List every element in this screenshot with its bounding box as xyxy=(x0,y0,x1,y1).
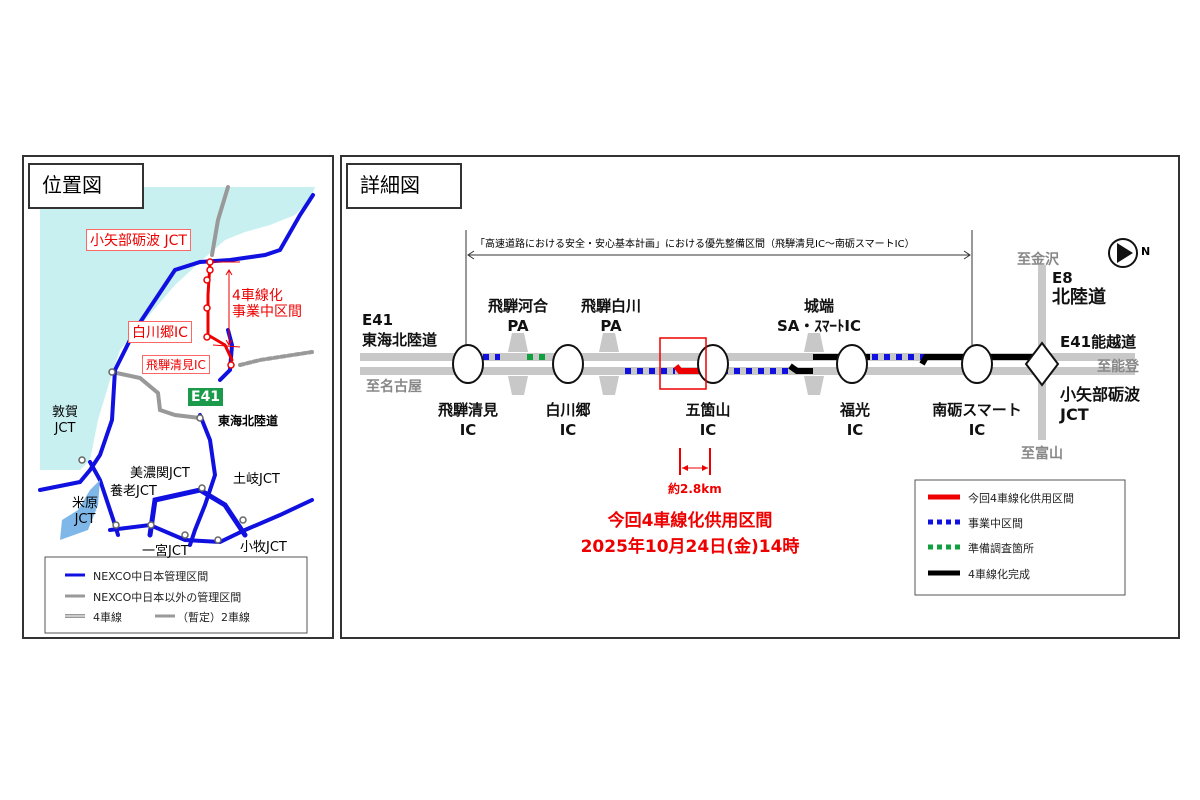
highlight-box xyxy=(659,337,707,390)
label-line: 飛騨河合 xyxy=(487,297,548,315)
ic-nanto-smart xyxy=(961,344,993,384)
label-ichinomiya-jct: 一宮JCT xyxy=(142,544,189,559)
label-oyabe-tonami-jct: 小矢部砺波 JCT xyxy=(86,229,191,251)
label-komaki-jct: 小牧JCT xyxy=(240,540,287,555)
location-map-title: 位置図 xyxy=(28,163,144,209)
label-line: IC xyxy=(968,421,986,439)
road-upper-lane xyxy=(360,353,1135,361)
label-shirakawago-ic: 白川郷 IC xyxy=(528,400,608,440)
sea xyxy=(40,187,315,470)
section-completed xyxy=(919,354,1040,366)
announcement-date: 2025年10月24日(金)14時 xyxy=(580,537,800,557)
label-hida-kiyomi-ic: 飛騨清見IC xyxy=(142,355,210,374)
label-toki-jct: 土岐JCT xyxy=(233,472,280,487)
label-line: IC xyxy=(846,421,864,439)
label-line: IC xyxy=(459,421,477,439)
label-to-nagoya: 至名古屋 xyxy=(366,379,422,395)
label-line: SA・ｽﾏｰﾄIC xyxy=(776,317,861,335)
label-line: JCT xyxy=(54,421,76,436)
legend-new-section: 今回4車線化供用区間 xyxy=(968,492,1074,505)
ic-fukumitsu xyxy=(836,344,868,384)
legend-two-lane: （暫定）2車線 xyxy=(177,611,250,624)
route-badge-e41: E41 xyxy=(187,387,225,407)
label-gokayama-ic: 五箇山 IC xyxy=(668,400,748,440)
jct-oyabe-tonami xyxy=(1024,341,1060,387)
label-line: IC xyxy=(699,421,717,439)
legend-four-lane: 4車線 xyxy=(93,611,122,624)
road-other xyxy=(210,185,230,257)
label-line: PA xyxy=(507,317,529,335)
label-to-toyama: 至富山 xyxy=(1021,446,1063,462)
label-line: E8 xyxy=(1052,269,1073,287)
label-line: JCT xyxy=(1060,405,1089,424)
label-line: 城端 xyxy=(803,297,834,315)
label-hida-kiyomi-ic: 飛騨清見 IC xyxy=(423,400,513,440)
legend-survey: 準備調査箇所 xyxy=(968,542,1034,555)
label-line: 東海北陸道 xyxy=(362,331,438,349)
section-completed xyxy=(788,363,813,374)
location-map-panel xyxy=(22,155,334,639)
legend-nexco-central: NEXCO中日本管理区間 xyxy=(93,570,209,583)
label-line: 敦賀 xyxy=(52,405,79,420)
label-line: 白川郷 xyxy=(545,401,591,419)
detail-map-panel xyxy=(340,155,1180,639)
label-yoro-jct: 養老JCT xyxy=(110,484,157,499)
location-legend-box xyxy=(44,556,308,634)
label-line: 小矢部砺波 xyxy=(1060,385,1141,404)
label-line: 飛騨清見 xyxy=(437,401,498,419)
label-minoseki-jct: 美濃関JCT xyxy=(130,466,190,481)
label-four-lane-project: 4車線化事業中区間 xyxy=(232,288,302,320)
label-line: IC xyxy=(559,421,577,439)
section-new-four-lane xyxy=(673,364,705,374)
label-to-kanazawa: 至金沢 xyxy=(1017,252,1059,268)
label-route-left: E41 東海北陸道 xyxy=(362,310,437,350)
ic-shirakawago xyxy=(552,344,584,384)
label-line: 福光 xyxy=(839,401,870,419)
legend-completed: 4車線化完成 xyxy=(968,568,1030,581)
announcement-title: 今回4車線化供用区間 xyxy=(607,511,773,531)
ic-gokayama xyxy=(697,344,729,384)
label-hida-shirakawa-pa: 飛騨白川 PA xyxy=(571,296,651,336)
distance-label: 約2.8km xyxy=(668,482,722,496)
label-line: JCT xyxy=(74,512,96,527)
label-tokai-hokuriku: 東海北陸道 xyxy=(218,414,279,428)
ic-hida-kiyomi xyxy=(452,344,484,384)
label-line: 南砺スマート xyxy=(932,401,1022,419)
announcement: 今回4車線化供用区間 2025年10月24日(金)14時 xyxy=(560,508,820,560)
road-tokai-hokuriku xyxy=(188,413,218,547)
legend-in-progress: 事業中区間 xyxy=(968,517,1023,530)
road-other-west xyxy=(110,370,202,420)
label-nanto-smart-ic: 南砺スマート IC xyxy=(922,400,1032,440)
label-to-noto: 至能登 xyxy=(1097,359,1139,375)
legend-other: NEXCO中日本以外の管理区間 xyxy=(93,591,242,604)
label-line: 北陸道 xyxy=(1052,287,1106,308)
north-label: N xyxy=(1141,245,1151,258)
road-other-east xyxy=(238,350,314,367)
label-hida-kawai-pa: 飛騨河合 PA xyxy=(478,296,558,336)
lake-biwa xyxy=(60,480,100,540)
label-line: 4車線化 xyxy=(232,288,283,304)
label-fukumitsu-ic: 福光 IC xyxy=(815,400,895,440)
detail-map-title: 詳細図 xyxy=(346,163,462,209)
label-line: PA xyxy=(600,317,622,335)
label-line: E41 xyxy=(362,311,394,329)
label-line: 五箇山 xyxy=(685,401,731,419)
label-line: 飛騨白川 xyxy=(580,297,641,315)
priority-range-label: 「高速道路における安全・安心基本計画」における優先整備区間（飛騨清見IC～南砺ス… xyxy=(475,239,915,250)
label-line: 米原 xyxy=(72,496,99,511)
label-johana-sa: 城端 SA・ｽﾏｰﾄIC xyxy=(764,296,874,336)
label-noetsu: E41能越道 xyxy=(1060,333,1137,351)
label-line: 事業中区間 xyxy=(232,304,302,320)
label-shirakawago-ic: 白川郷IC xyxy=(128,321,192,343)
